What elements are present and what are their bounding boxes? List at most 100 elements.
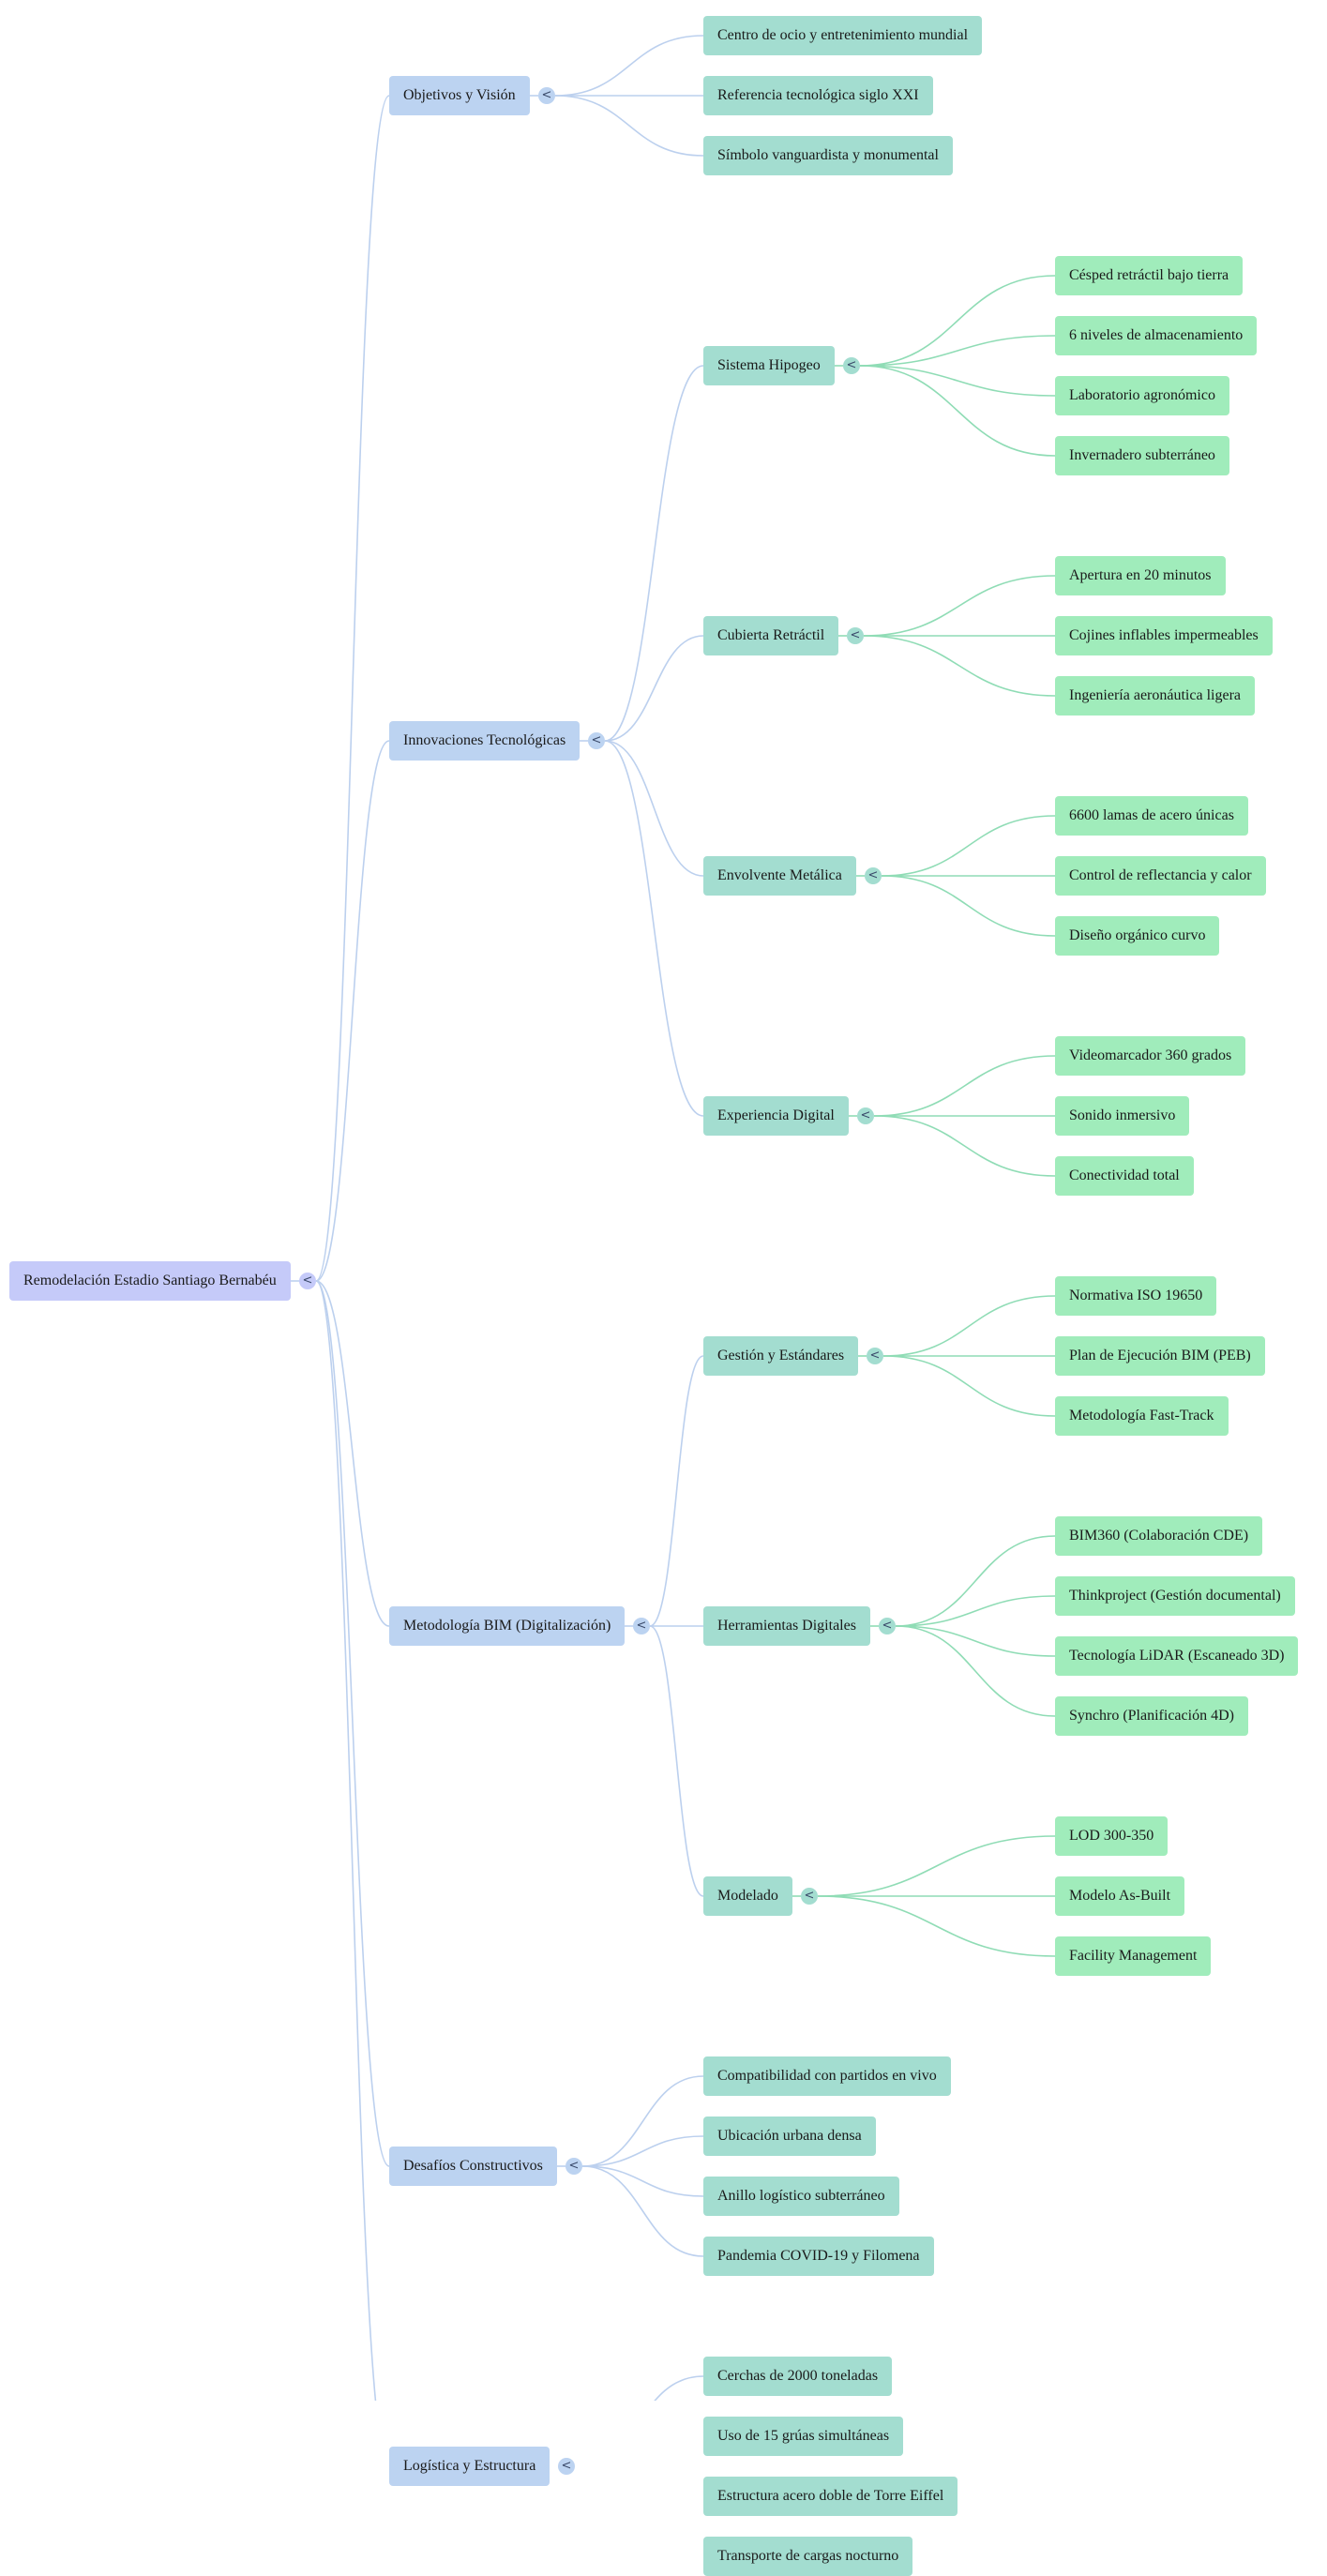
collapse-toggle-icon[interactable]: < (588, 732, 605, 749)
node-remodelacion-estadio-santiago-bernabeu[interactable]: Remodelación Estadio Santiago Bernabéu (9, 1261, 291, 1301)
node-label: Envolvente Metálica (717, 867, 842, 883)
node-uso-de-15-gruas-simultaneas[interactable]: Uso de 15 grúas simultáneas (703, 2417, 904, 2456)
node-invernadero-subterraneo[interactable]: Invernadero subterráneo (1055, 436, 1229, 475)
mindmap-connectors (291, 35, 1056, 2401)
node-sonido-inmersivo[interactable]: Sonido inmersivo (1055, 1096, 1190, 1136)
node-diseno-organico-curvo[interactable]: Diseño orgánico curvo (1055, 916, 1220, 956)
node-normativa-iso-19650[interactable]: Normativa ISO 19650 (1055, 1276, 1217, 1316)
collapse-toggle-icon[interactable]: < (565, 2158, 582, 2175)
node-label: Centro de ocio y entretenimiento mundial (717, 27, 969, 43)
node-apertura-en-20-minutos[interactable]: Apertura en 20 minutos (1055, 556, 1226, 595)
node-6-niveles-de-almacenamiento[interactable]: 6 niveles de almacenamiento (1055, 316, 1258, 355)
node-transporte-de-cargas-nocturno[interactable]: Transporte de cargas nocturno (703, 2537, 913, 2576)
collapse-toggle-icon[interactable]: < (843, 357, 860, 374)
node-anillo-logistico-subterraneo[interactable]: Anillo logístico subterráneo (703, 2177, 899, 2216)
node-label: Césped retráctil bajo tierra (1069, 267, 1229, 283)
connector-envolvente-metalica (604, 740, 704, 877)
node-estructura-acero-doble-de-torre-eiffel[interactable]: Estructura acero doble de Torre Eiffel (703, 2477, 958, 2516)
node-centro-de-ocio-y-entretenimiento-mundial[interactable]: Centro de ocio y entretenimiento mundial (703, 16, 983, 55)
connector-ingenieria-aeronautica-ligera (863, 635, 1056, 697)
node-compatibilidad-con-partidos-en-vivo[interactable]: Compatibilidad con partidos en vivo (703, 2056, 951, 2096)
connector-bim360-colaboracion-cde (895, 1535, 1056, 1627)
collapse-toggle-icon[interactable]: < (865, 867, 882, 884)
node-control-de-reflectancia-y-calor[interactable]: Control de reflectancia y calor (1055, 856, 1266, 896)
node-label: Herramientas Digitales (717, 1618, 856, 1634)
connector-centro-de-ocio-y-entretenimiento-mundial (554, 35, 704, 97)
node-videomarcador-360-grados[interactable]: Videomarcador 360 grados (1055, 1036, 1246, 1076)
node-cojines-inflables-impermeables[interactable]: Cojines inflables impermeables (1055, 616, 1273, 655)
node-tecnologia-lidar-escaneado-3d[interactable]: Tecnología LiDAR (Escaneado 3D) (1055, 1636, 1299, 1676)
node-label: Thinkproject (Gestión documental) (1069, 1588, 1281, 1604)
node-label: 6 niveles de almacenamiento (1069, 327, 1244, 343)
node-label: Innovaciones Tecnológicas (403, 732, 566, 748)
node-synchro-planificacion-4d[interactable]: Synchro (Planificación 4D) (1055, 1696, 1248, 1736)
connector-synchro-planificacion-4d (895, 1625, 1056, 1717)
connector-desafios-constructivos (315, 1280, 390, 2167)
collapse-toggle-icon[interactable]: < (538, 87, 555, 104)
node-label: Remodelación Estadio Santiago Bernabéu (23, 1273, 277, 1288)
node-cubierta-retractil[interactable]: Cubierta Retráctil (703, 616, 839, 655)
node-lod-300-350[interactable]: LOD 300-350 (1055, 1816, 1169, 1856)
node-label: Ingeniería aeronáutica ligera (1069, 687, 1241, 703)
node-thinkproject-gestion-documental[interactable]: Thinkproject (Gestión documental) (1055, 1576, 1295, 1616)
node-innovaciones-tecnologicas[interactable]: Innovaciones Tecnológicas (389, 721, 581, 761)
connector-tecnologia-lidar-escaneado-3d (895, 1625, 1056, 1657)
node-6600-lamas-de-acero-unicas[interactable]: 6600 lamas de acero únicas (1055, 796, 1248, 836)
node-pandemia-covid-19-y-filomena[interactable]: Pandemia COVID-19 y Filomena (703, 2237, 934, 2276)
node-metodologia-fast-track[interactable]: Metodología Fast-Track (1055, 1396, 1229, 1436)
connector-simbolo-vanguardista-y-monumental (554, 95, 704, 157)
collapse-toggle-icon[interactable]: < (867, 1348, 883, 1364)
node-cerchas-de-2000-toneladas[interactable]: Cerchas de 2000 toneladas (703, 2357, 893, 2396)
node-bim360-colaboracion-cde[interactable]: BIM360 (Colaboración CDE) (1055, 1516, 1263, 1556)
node-label: Símbolo vanguardista y monumental (717, 147, 939, 163)
node-conectividad-total[interactable]: Conectividad total (1055, 1156, 1194, 1196)
node-desafios-constructivos[interactable]: Desafíos Constructivos (389, 2147, 557, 2186)
node-label: LOD 300-350 (1069, 1828, 1154, 1844)
node-simbolo-vanguardista-y-monumental[interactable]: Símbolo vanguardista y monumental (703, 136, 953, 175)
node-objetivos-y-vision[interactable]: Objetivos y Visión (389, 76, 530, 115)
node-plan-de-ejecucion-bim-peb[interactable]: Plan de Ejecución BIM (PEB) (1055, 1336, 1265, 1376)
node-envolvente-metalica[interactable]: Envolvente Metálica (703, 856, 856, 896)
node-modelado[interactable]: Modelado (703, 1876, 792, 1916)
node-herramientas-digitales[interactable]: Herramientas Digitales (703, 1606, 870, 1646)
node-label: Sonido inmersivo (1069, 1107, 1176, 1123)
node-ingenieria-aeronautica-ligera[interactable]: Ingeniería aeronáutica ligera (1055, 676, 1255, 716)
node-label: Modelo As-Built (1069, 1888, 1171, 1904)
collapse-toggle-icon[interactable]: < (299, 1273, 316, 1289)
node-facility-management[interactable]: Facility Management (1055, 1936, 1212, 1976)
node-metodologia-bim-digitalizacion[interactable]: Metodología BIM (Digitalización) (389, 1606, 626, 1646)
node-label: Referencia tecnológica siglo XXI (717, 87, 919, 103)
node-label: Objetivos y Visión (403, 87, 516, 103)
collapse-toggle-icon[interactable]: < (801, 1888, 818, 1905)
connector-invernadero-subterraneo (859, 365, 1056, 457)
node-label: Facility Management (1069, 1948, 1198, 1964)
node-experiencia-digital[interactable]: Experiencia Digital (703, 1096, 849, 1136)
node-label: Apertura en 20 minutos (1069, 567, 1212, 583)
node-label: Logística y Estructura (403, 2458, 536, 2474)
connector-gestion-y-estandares (649, 1355, 704, 1627)
connector-innovaciones-tecnologicas (315, 740, 390, 1282)
collapse-toggle-icon[interactable]: < (558, 2458, 575, 2475)
node-modelo-as-built[interactable]: Modelo As-Built (1055, 1876, 1185, 1916)
node-cesped-retractil-bajo-tierra[interactable]: Césped retráctil bajo tierra (1055, 256, 1244, 295)
node-ubicacion-urbana-densa[interactable]: Ubicación urbana densa (703, 2117, 876, 2156)
collapse-toggle-icon[interactable]: < (847, 627, 864, 644)
node-referencia-tecnologica-siglo-xxi[interactable]: Referencia tecnológica siglo XXI (703, 76, 933, 115)
node-gestion-y-estandares[interactable]: Gestión y Estándares (703, 1336, 859, 1376)
node-label: Metodología Fast-Track (1069, 1408, 1214, 1424)
collapse-toggle-icon[interactable]: < (857, 1107, 874, 1124)
node-label: Experiencia Digital (717, 1107, 835, 1123)
node-label: Cojines inflables impermeables (1069, 627, 1259, 643)
connector-anillo-logistico-subterraneo (581, 2165, 704, 2197)
node-logistica-y-estructura[interactable]: Logística y Estructura (389, 2447, 550, 2486)
connector-diseno-organico-curvo (881, 875, 1056, 937)
node-laboratorio-agronomico[interactable]: Laboratorio agronómico (1055, 376, 1229, 415)
collapse-toggle-icon[interactable]: < (633, 1618, 650, 1634)
collapse-toggle-icon[interactable]: < (879, 1618, 896, 1634)
node-sistema-hipogeo[interactable]: Sistema Hipogeo (703, 346, 835, 385)
node-label: Conectividad total (1069, 1167, 1180, 1183)
connector-videomarcador-360-grados (873, 1055, 1056, 1117)
node-label: Control de reflectancia y calor (1069, 867, 1252, 883)
connector-pandemia-covid-19-y-filomena (581, 2165, 704, 2257)
connector-normativa-iso-19650 (882, 1295, 1056, 1357)
